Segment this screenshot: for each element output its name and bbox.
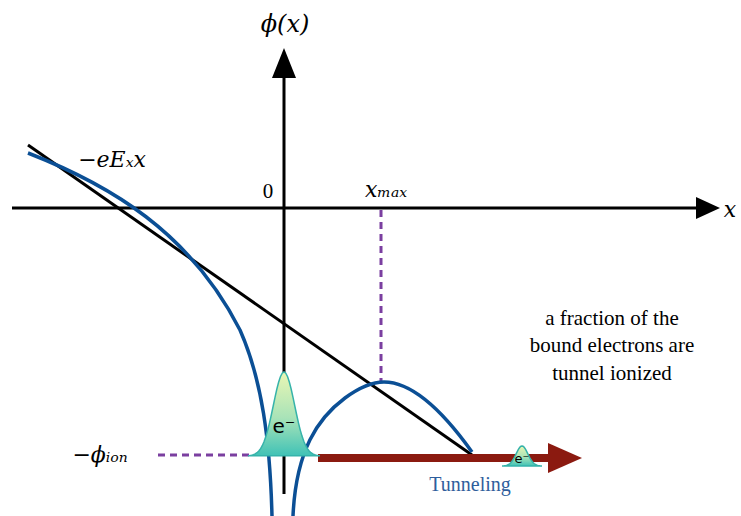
potential-curve-right bbox=[293, 382, 472, 516]
y-axis-arrowhead bbox=[272, 48, 296, 78]
bound-electron: e⁻ bbox=[247, 370, 321, 456]
gaussian-bell bbox=[502, 446, 542, 466]
line-label: −eEₓx bbox=[78, 146, 146, 175]
free-electron: e⁻ bbox=[501, 444, 543, 466]
x-axis-arrowhead bbox=[696, 197, 720, 219]
tunneling-arrowhead bbox=[548, 443, 582, 473]
gaussian-bell bbox=[248, 372, 320, 456]
field-potential-line bbox=[28, 145, 472, 455]
annotation: a fraction of the bound electrons are tu… bbox=[522, 305, 702, 387]
axis-label: ϕ(x) bbox=[261, 9, 310, 40]
potential-curve-left bbox=[28, 153, 272, 516]
axis-tick-label: xₘₐₓ bbox=[365, 176, 407, 205]
arrow-label: Tunneling bbox=[429, 471, 511, 497]
ionization-level-guide bbox=[158, 454, 252, 457]
origin-label: 0 bbox=[263, 178, 274, 205]
xmax-guide bbox=[380, 210, 383, 382]
level-label: −ϕᵢₒₙ bbox=[72, 441, 127, 470]
electron-label: e⁻ bbox=[515, 451, 530, 466]
axis-label: x bbox=[724, 196, 736, 225]
electron-label: e⁻ bbox=[273, 414, 296, 438]
